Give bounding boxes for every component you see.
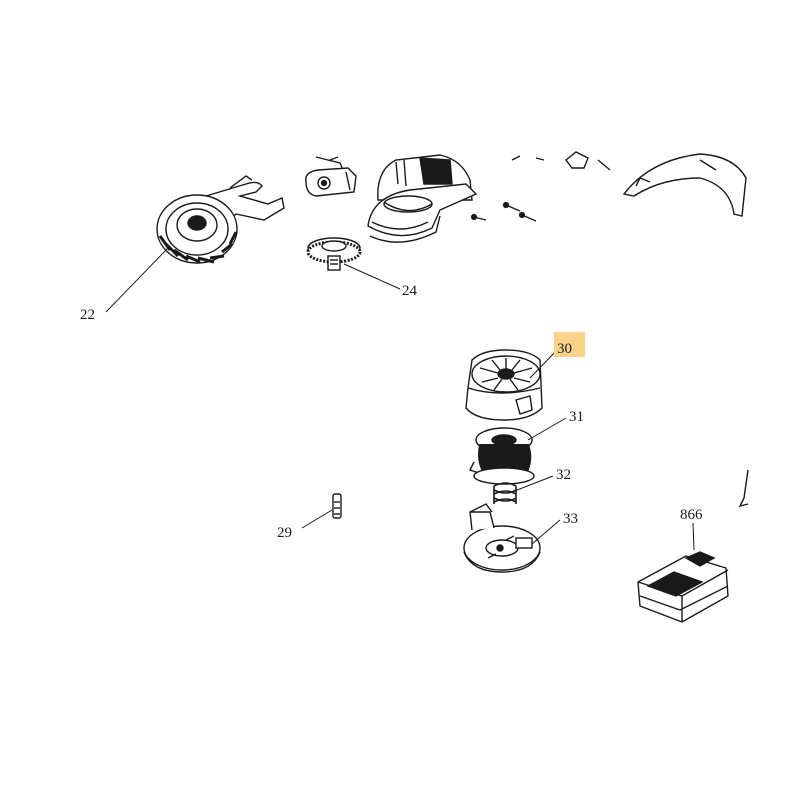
leader-lines [105,247,695,551]
screw-icon [470,213,487,221]
part-30-spool-cap [465,349,543,421]
callout-31: 31 [569,409,584,425]
part-33-spool-base [463,503,541,573]
callout-32: 32 [556,467,571,483]
screw-icon [502,201,521,212]
callout-22: 22 [80,307,95,323]
callout-24: 24 [402,283,418,299]
callout-29: 29 [277,525,292,541]
part-29-bolt [332,493,342,519]
part-866-battery-pack [637,551,729,623]
part-22-wheel-assembly [156,175,285,264]
part-32-spring [493,482,517,504]
callout-866: 866 [680,507,703,523]
part-24-gear [306,237,362,271]
screw-icon [518,211,537,222]
highlight-box [554,332,585,357]
part-31-line-spool [469,427,535,485]
callout-33: 33 [563,511,578,527]
upper-assembly-fragment [305,151,749,508]
callout-30: 30 [557,341,572,357]
